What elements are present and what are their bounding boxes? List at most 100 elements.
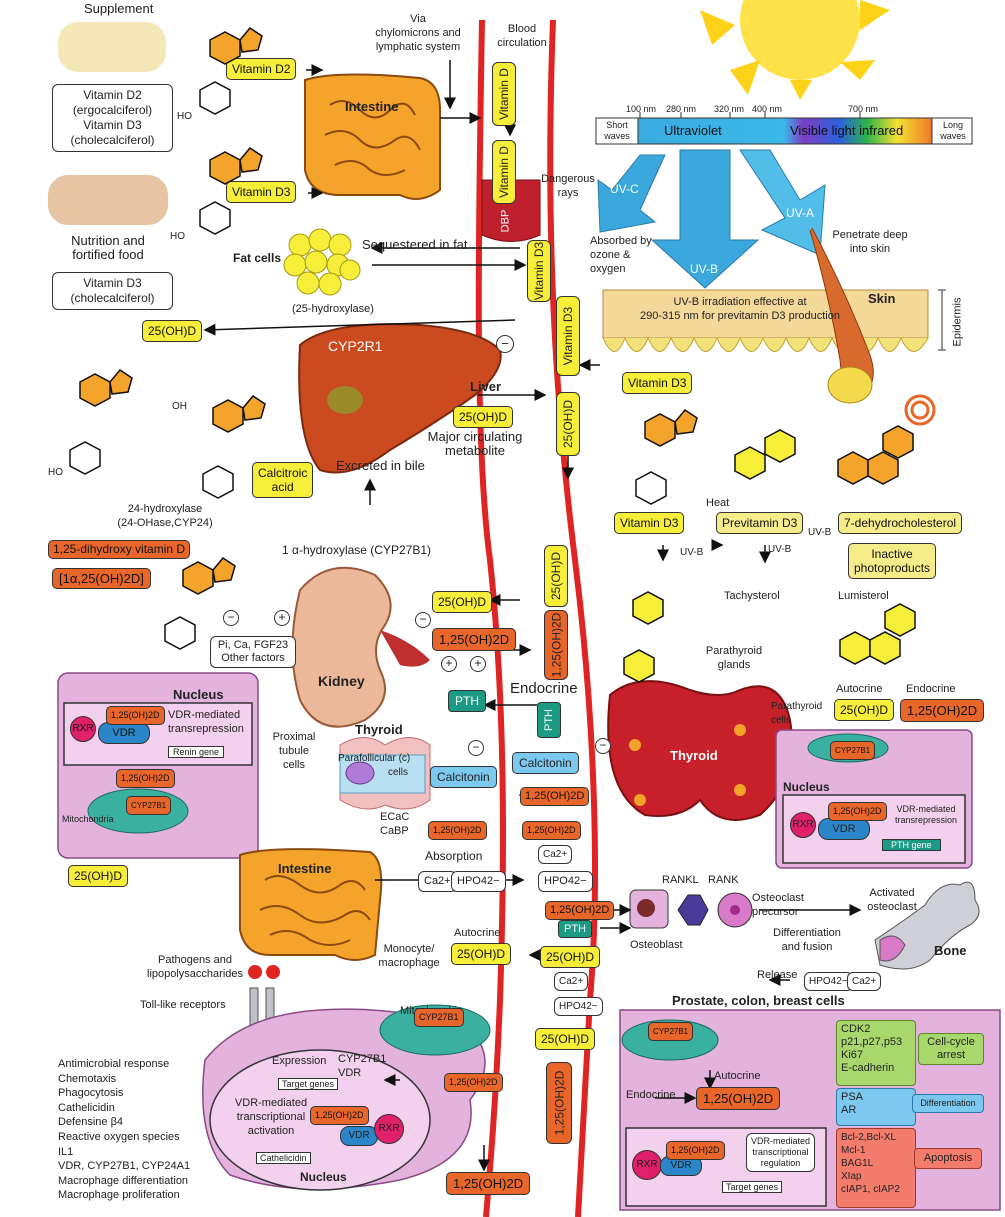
intestine-bottom [239, 848, 383, 961]
endocrine-prostate-label: Endocrine [626, 1089, 676, 1101]
differentiation-box: Differentiation [912, 1094, 984, 1113]
d125-left-nucleus: 1,25(OH)2D [106, 706, 165, 725]
nm-100: 100 nm [626, 104, 657, 114]
liver-label: Liver [470, 379, 502, 394]
supplement-label: Supplement [84, 1, 154, 16]
d125-vertical-1: 1,25(OH)2D [544, 610, 568, 680]
oh25d-macro-box-2: 25(OH)D [540, 946, 601, 968]
liver-shape [298, 323, 502, 474]
plus-sign-3: + [470, 656, 486, 672]
uvb-label-1: UV-B [808, 527, 832, 538]
nucleus-left-label: Nucleus [173, 687, 224, 702]
hpo4-box-3: HPO42− [554, 997, 603, 1016]
pth-box: PTH [448, 690, 486, 712]
absorption-label: Absorption [425, 849, 483, 863]
hpo4-box-1: HPO42− [451, 871, 506, 892]
vitamin-d3-food-box: Vitamin D3(cholecalciferol) [52, 272, 173, 310]
nucleus-macro-label: Nucleus [300, 1170, 347, 1184]
dihydroxy-box: 1,25-dihydroxy vitamin D [48, 540, 191, 559]
tachysterol-label: Tachysterol [724, 590, 780, 602]
thyroid-large-label: Thyroid [670, 748, 718, 763]
d125-macro-cyto: 1,25(OH)2D [444, 1073, 503, 1092]
oh-label-1: OH [172, 401, 187, 412]
oh25d-vertical-1: 25(OH)D [556, 392, 580, 456]
pills-image [58, 22, 166, 72]
prostate-title: Prostate, colon, breast cells [672, 993, 845, 1008]
d125-bone: 1,25(OH)2D [545, 901, 615, 920]
vitamin-d3-label: Vitamin D3 [226, 181, 297, 203]
oh25d-para-box: 25(OH)D [834, 699, 895, 721]
d125-thyroid-box: 1,25(OH)2D [520, 787, 590, 806]
monocyte-label: Monocyte/macrophage [378, 943, 440, 969]
vitamin-d-vertical-2: Vitamin D [492, 140, 516, 204]
autocrine-para-label: Autocrine [836, 683, 883, 695]
calcitonin-box-1: Calcitonin [430, 766, 497, 788]
target-genes-macro: Target genes [278, 1078, 339, 1090]
d125-para-nucleus: 1,25(OH)2D [828, 802, 887, 821]
oh25d-left-cell-box: 25(OH)D [68, 865, 129, 887]
formula-box: [1α,25(OH)2D] [52, 568, 151, 589]
ca-bone: Ca2+ [847, 972, 882, 991]
vitamin-d3-skin-box: Vitamin D3 [622, 372, 693, 394]
target-genes-prostate: Target genes [722, 1181, 783, 1193]
bone-label: Bone [934, 943, 967, 958]
endocrine-label: Endocrine [510, 680, 578, 697]
ultraviolet-label: Ultraviolet [664, 123, 722, 138]
uva-label: UV-A [786, 206, 815, 220]
d125-prostate-nucleus: 1,25(OH)2D [666, 1141, 725, 1160]
uvc-arrow [597, 154, 666, 233]
cyp2r1-label: CYP2R1 [328, 338, 383, 354]
vitamin-d-vertical-1: Vitamin D [492, 62, 516, 126]
sun-icon [700, 0, 890, 100]
oh25d-left-box: 25(OH)D [142, 320, 203, 342]
dehydro-box: 7-dehydrocholesterol [838, 512, 963, 534]
vitamin-d3-vertical-2: Vitamin D3 [556, 296, 580, 376]
spectrum-bar [595, 117, 973, 145]
vdr-left: VDR [98, 722, 150, 744]
vdr-macro: VDR [340, 1126, 378, 1146]
d125-prostate-box: 1,25(OH)2D [696, 1087, 781, 1110]
d125-gut-2: 1,25(OH)2D [522, 821, 581, 840]
cyp27b1-expr-label: CYP27B1 [338, 1053, 387, 1065]
mitochondria-left-label: Mitochondria [62, 814, 114, 824]
minus-sign-4: − [595, 738, 611, 754]
nm-700: 700 nm [848, 104, 879, 114]
thyroid-small-label: Thyroid [355, 722, 403, 737]
cyp27b1-prostate: CYP27B1 [648, 1022, 694, 1041]
apoptosis-box: Apoptosis [914, 1148, 982, 1169]
pth-bone: PTH [558, 920, 592, 938]
oh25d-macro-box-1: 25(OH)D [451, 943, 512, 965]
vdr-para: VDR [818, 818, 870, 840]
pth-vertical: PTH [537, 702, 561, 738]
nm-400: 400 nm [752, 104, 783, 114]
parafollicular-label: Parafollicular (c)cells [338, 753, 411, 778]
intestine-top-label: Intestine [345, 99, 399, 114]
rxr-macro: RXR [374, 1114, 404, 1144]
toll-receptors-label: Toll-like receptors [140, 999, 226, 1011]
rxr-left: RXR [70, 716, 96, 742]
sequestered-label: Sequestered in fat [362, 237, 468, 252]
nm-320: 320 nm [714, 104, 745, 114]
lumisterol-label: Lumisterol [838, 590, 889, 602]
vdr-expr-label: VDR [338, 1067, 362, 1079]
